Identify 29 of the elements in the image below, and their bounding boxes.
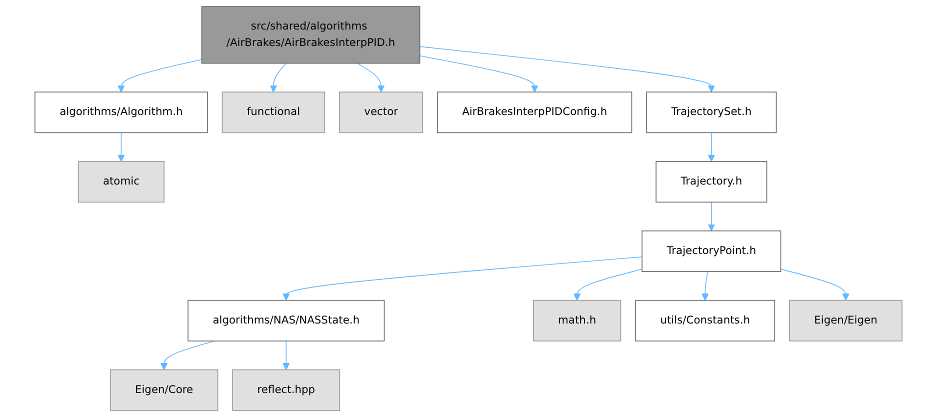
arrow [708, 132, 716, 162]
node-box: Eigen/Core [110, 369, 218, 411]
node-box: src/shared/algorithms /AirBrakes/AirBrakesInterpPID.h [201, 6, 420, 64]
arrow [702, 271, 709, 301]
node-box: atomic [78, 161, 165, 203]
node-box: reflect.hpp [232, 369, 340, 411]
node-box: Trajectory.h [656, 161, 768, 203]
arrow [357, 62, 385, 92]
node-box: math.h [532, 300, 622, 342]
node-box: TrajectorySet.h [646, 92, 777, 134]
node-box: utils/Constants.h [635, 300, 776, 342]
arrow [282, 256, 642, 301]
arrow [419, 55, 538, 92]
arrow [118, 59, 202, 92]
node-box: algorithms/NAS/NASState.h [188, 300, 385, 342]
node-box: AirBrakesInterpPIDConfig.h [437, 92, 632, 134]
arrow [419, 46, 716, 92]
arrow [282, 340, 290, 370]
arrow [270, 62, 286, 92]
arrow [118, 132, 125, 162]
node-box: functional [222, 92, 326, 134]
arrow [780, 268, 850, 301]
node-box: vector [339, 92, 424, 134]
node-box: Eigen/Eigen [789, 300, 902, 342]
arrow [708, 202, 716, 232]
arrow [573, 268, 642, 301]
node-box: algorithms/Algorithm.h [34, 92, 208, 134]
arrow [160, 340, 216, 370]
node-box: TrajectoryPoint.h [642, 230, 782, 272]
